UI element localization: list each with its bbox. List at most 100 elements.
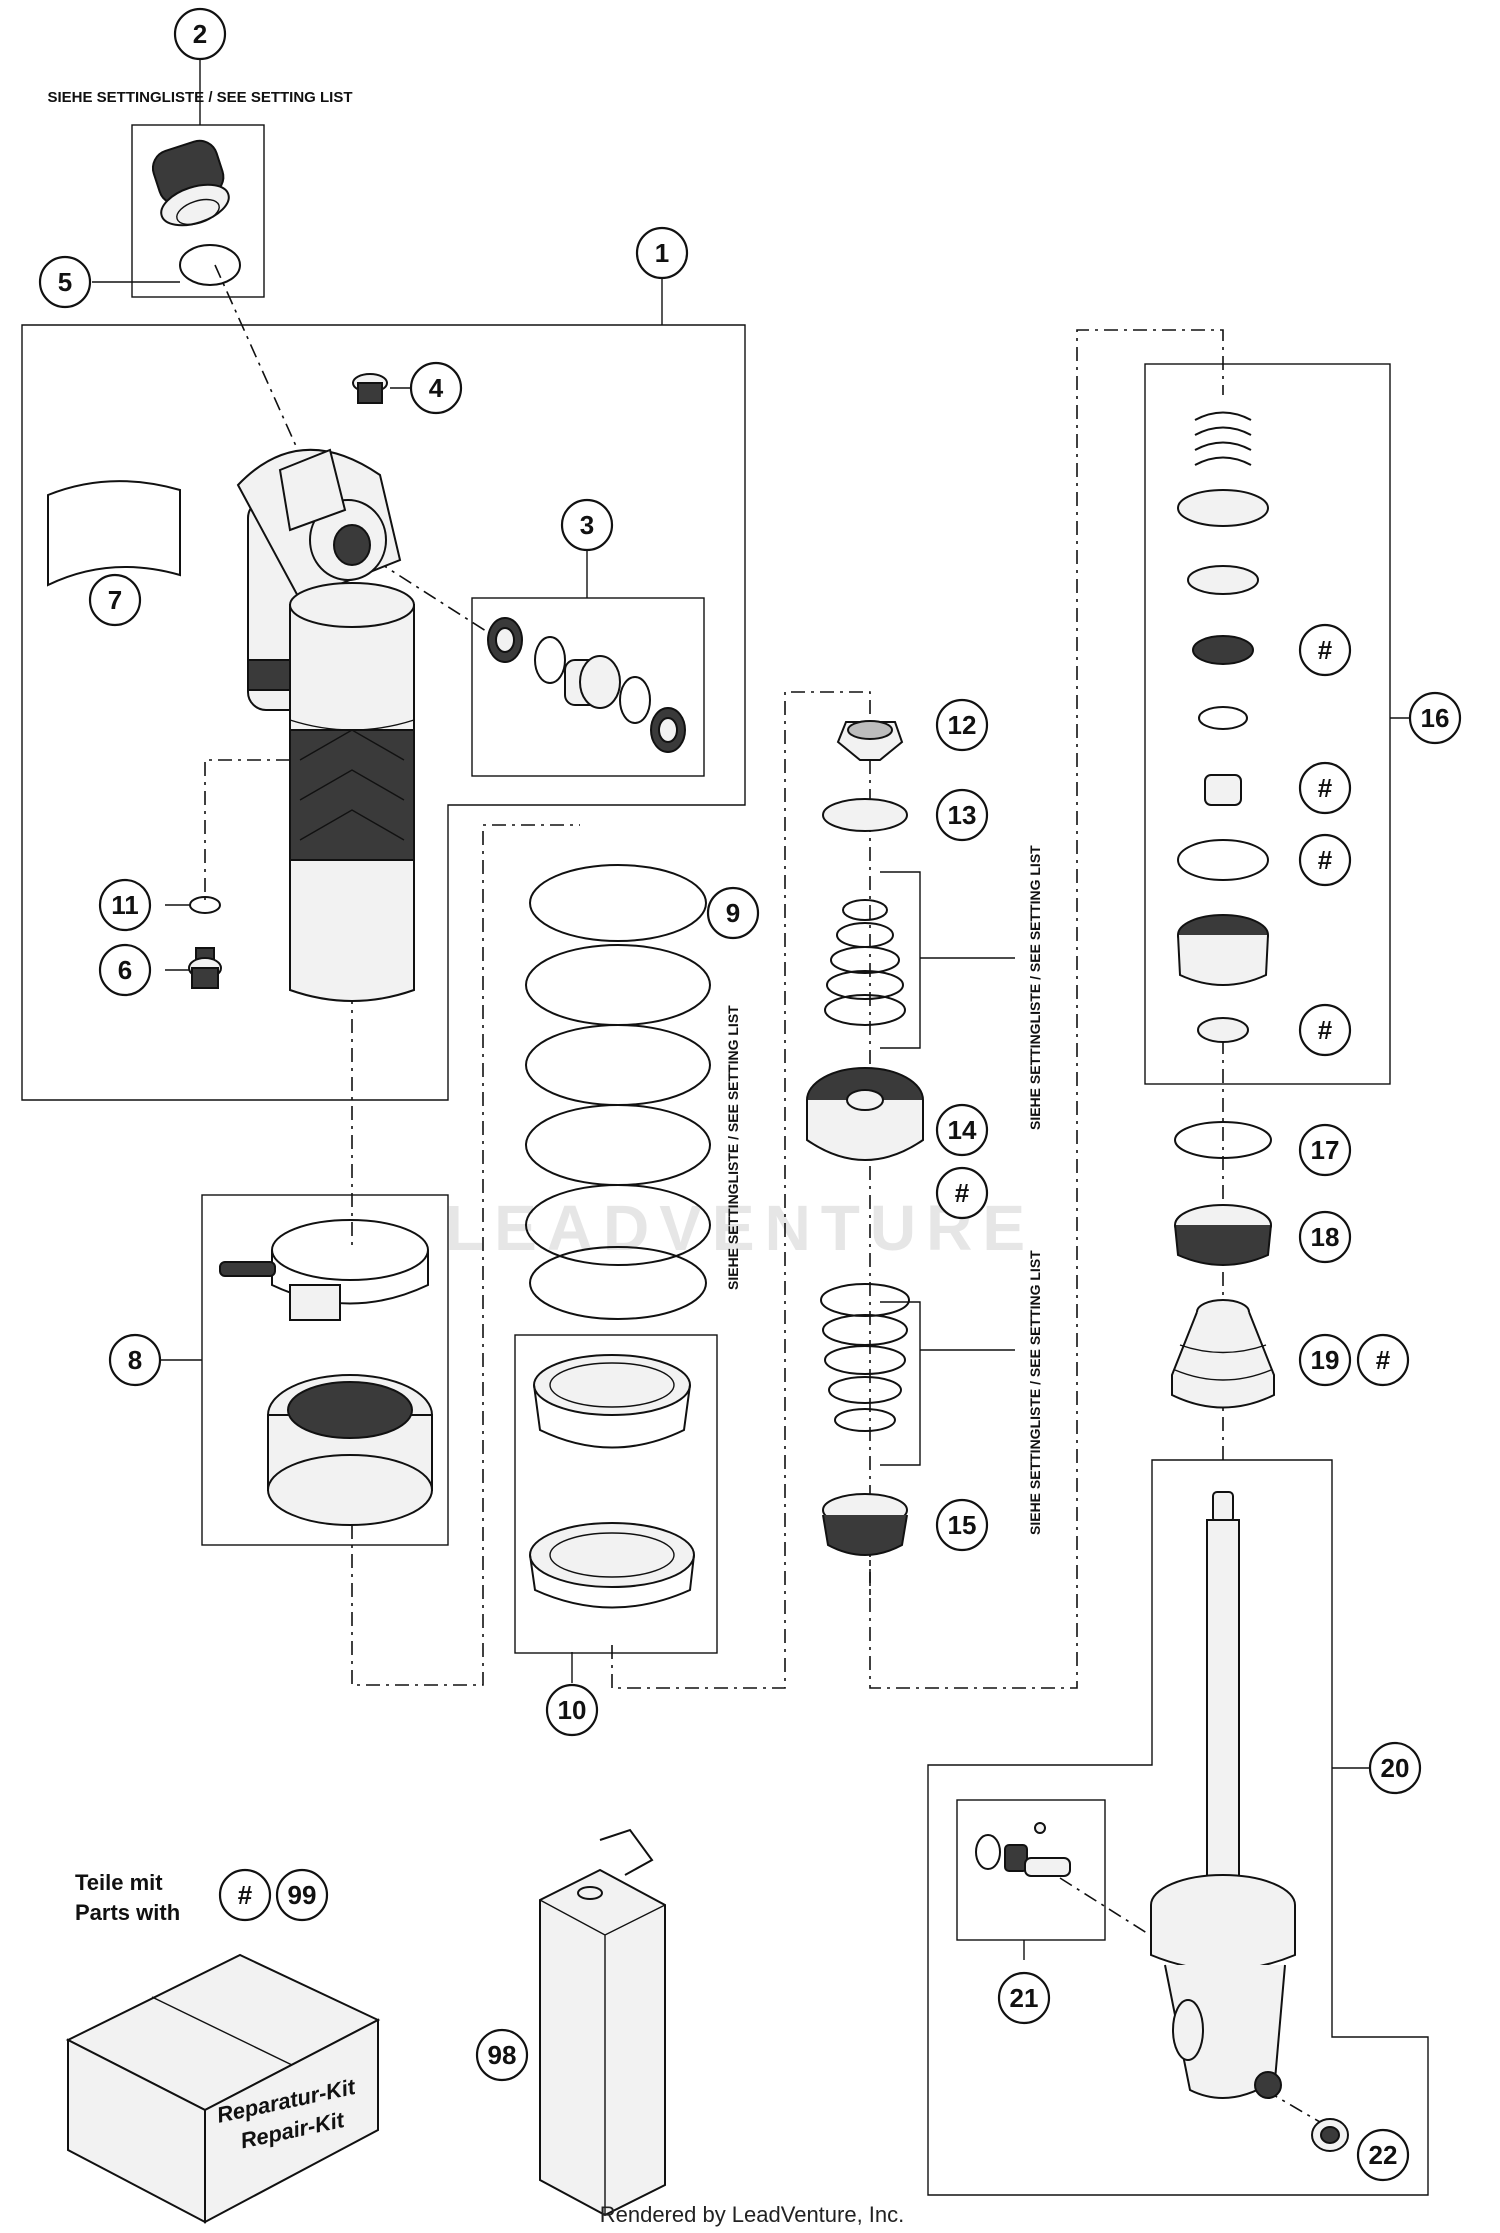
callout-hash: #: [1298, 761, 1352, 815]
callout-5: 5: [38, 255, 92, 309]
assembly-line-lower: [351, 824, 580, 1686]
callout-12: 12: [935, 698, 989, 752]
callout-15: 15: [935, 1498, 989, 1552]
spring-retainer-part-8: [219, 1219, 433, 1526]
callout-number: 2: [193, 19, 207, 49]
plug-part-6: [188, 947, 222, 989]
callout-number: #: [238, 1880, 253, 1910]
callout-hash: #: [1298, 1003, 1352, 1057]
callout-hash: #: [1356, 1333, 1410, 1387]
valve-group-box: [1144, 363, 1391, 1085]
bumper-part-19: [1171, 1299, 1275, 1409]
callout-number: 10: [558, 1695, 587, 1725]
setting-list-note-shims-lower: SIEHE SETTINGLISTE / SEE SETTING LIST: [1027, 1250, 1043, 1535]
callout-1: 1: [635, 226, 689, 280]
watermark: LEADVENTURE: [445, 1192, 1035, 1264]
o-ring-5: [179, 244, 241, 286]
callout-19: 19: [1298, 1333, 1352, 1387]
spring-seats-part-10: [529, 1354, 695, 1609]
callout-number: 13: [948, 800, 977, 830]
callout-11: 11: [98, 878, 152, 932]
callout-number: 21: [1010, 1983, 1039, 2013]
callout-9: 9: [706, 886, 760, 940]
valve-part-21: [975, 1822, 1071, 1877]
parts-with-label-en: Parts with: [75, 1900, 180, 1925]
callout-number: 14: [948, 1115, 977, 1145]
callout-18: 18: [1298, 1210, 1352, 1264]
callout-14: 14: [935, 1103, 989, 1157]
callout-10: 10: [545, 1683, 599, 1737]
bearing-set-part-3: [487, 617, 686, 753]
callout-number: 22: [1369, 2140, 1398, 2170]
callout-number: 99: [288, 1880, 317, 1910]
setting-list-note-shims-upper: SIEHE SETTINGLISTE / SEE SETTING LIST: [1027, 845, 1043, 1130]
callout-number: 3: [580, 510, 594, 540]
footer-credit: Rendered by LeadVenture, Inc.: [600, 2202, 905, 2227]
assembly-line-bearing: [374, 559, 501, 641]
oil-can-part-98: [539, 1828, 666, 2217]
piston-rod-group-box: [927, 1459, 1429, 2196]
callout-number: 16: [1421, 703, 1450, 733]
callout-hash: #: [1298, 833, 1352, 887]
callout-3: 3: [560, 498, 614, 552]
callout-number: 15: [948, 1510, 977, 1540]
valve-21-group-box: [956, 1799, 1106, 1941]
shim-stack-upper: [824, 899, 906, 1026]
callout-number: 18: [1311, 1222, 1340, 1252]
callout-number: 8: [128, 1345, 142, 1375]
assembly-line-reservoir: [214, 264, 301, 456]
callout-7: 7: [88, 573, 142, 627]
shim-stack-lower: [820, 1283, 910, 1432]
piston-rod-part-20: [1150, 1491, 1296, 2099]
callout-6: 6: [98, 943, 152, 997]
part-18: [1174, 1204, 1272, 1266]
callout-number: 1: [655, 238, 669, 268]
shock-body-part-1: [236, 448, 415, 1002]
callout-number: 11: [111, 890, 139, 920]
part-15: [822, 1493, 908, 1556]
callout-number: 12: [948, 710, 977, 740]
callout-hash: #: [1298, 623, 1352, 677]
reservoir-cap-group-box: [131, 124, 265, 298]
bearing-group-box: [471, 597, 705, 777]
callout-number: 5: [58, 267, 72, 297]
callout-hash: #: [935, 1166, 989, 1220]
callout-98: 98: [475, 2028, 529, 2082]
reservoir-cap-part: [151, 139, 230, 227]
callout-99: 99: [275, 1868, 329, 1922]
assembly-line-21: [1059, 1877, 1151, 1936]
callout-22: 22: [1356, 2128, 1410, 2182]
callout-hash: #: [218, 1868, 272, 1922]
callout-number: 19: [1311, 1345, 1340, 1375]
callout-number: 98: [488, 2040, 517, 2070]
washer-part-13: [822, 798, 908, 832]
shock-body-group-box: [21, 324, 746, 1101]
spring-seat-group-box: [514, 1334, 718, 1654]
repair-kit-box: Reparatur-Kit Repair-Kit: [65, 1953, 381, 2224]
callout-number: 9: [726, 898, 740, 928]
callout-number: 7: [108, 585, 122, 615]
spring-part-9: [525, 864, 711, 1320]
callout-number: #: [1318, 845, 1333, 875]
piston-part-14: [806, 1067, 924, 1161]
callout-16: 16: [1408, 691, 1462, 745]
callout-2: 2: [173, 7, 227, 61]
cap-part-4: [352, 373, 388, 404]
parts-with-label-de: Teile mit: [75, 1870, 163, 1895]
callout-number: 20: [1381, 1753, 1410, 1783]
callout-8: 8: [108, 1333, 162, 1387]
callout-number: #: [1318, 635, 1333, 665]
callout-number: 17: [1311, 1135, 1340, 1165]
callout-number: #: [955, 1178, 970, 1208]
callout-13: 13: [935, 788, 989, 842]
setting-list-note-spring: SIEHE SETTINGLISTE / SEE SETTING LIST: [725, 1005, 741, 1290]
callout-number: #: [1318, 773, 1333, 803]
callout-21: 21: [997, 1971, 1051, 2025]
valve-stack-part-16: [1177, 411, 1269, 1043]
callout-number: 6: [118, 955, 132, 985]
callout-20: 20: [1368, 1741, 1422, 1795]
nut-part-12: [836, 720, 904, 761]
assembly-line-spring-seats: [611, 691, 871, 1689]
callout-17: 17: [1298, 1123, 1352, 1177]
